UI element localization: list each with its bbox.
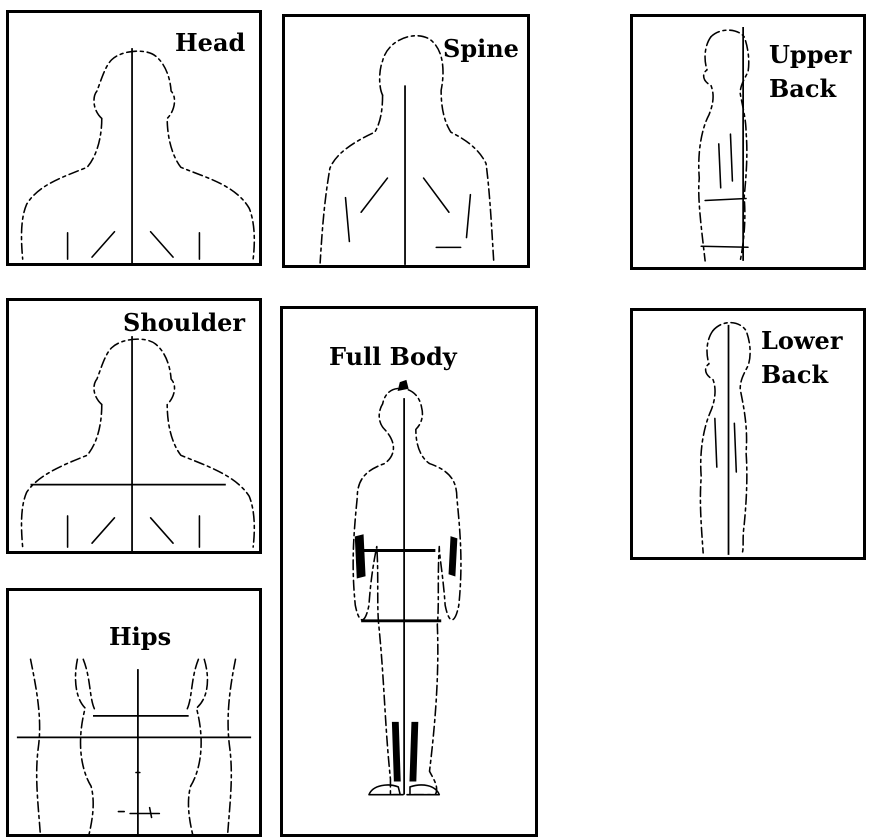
panel-hips[interactable]: Hips <box>6 588 262 837</box>
lower-back-label-line1: Lower <box>761 327 842 355</box>
shoulder-label: Shoulder <box>123 309 245 337</box>
shoulder-figure <box>9 301 259 551</box>
panel-shoulder[interactable]: Shoulder <box>6 298 262 554</box>
panel-lower-back[interactable]: Lower Back <box>630 308 866 560</box>
panel-spine[interactable]: Spine <box>282 14 530 268</box>
spine-label: Spine <box>443 35 519 63</box>
upper-back-label-line2: Back <box>769 75 836 103</box>
full-body-figure <box>283 309 535 834</box>
lower-back-label-line2: Back <box>761 361 828 389</box>
upper-back-label-line1: Upper <box>769 41 851 69</box>
panel-upper-back[interactable]: Upper Back <box>630 14 866 270</box>
head-label: Head <box>175 29 245 57</box>
panel-head[interactable]: Head <box>6 10 262 266</box>
full-body-label: Full Body <box>329 343 457 371</box>
hips-label: Hips <box>109 623 171 651</box>
panel-full-body[interactable]: Full Body <box>280 306 538 837</box>
